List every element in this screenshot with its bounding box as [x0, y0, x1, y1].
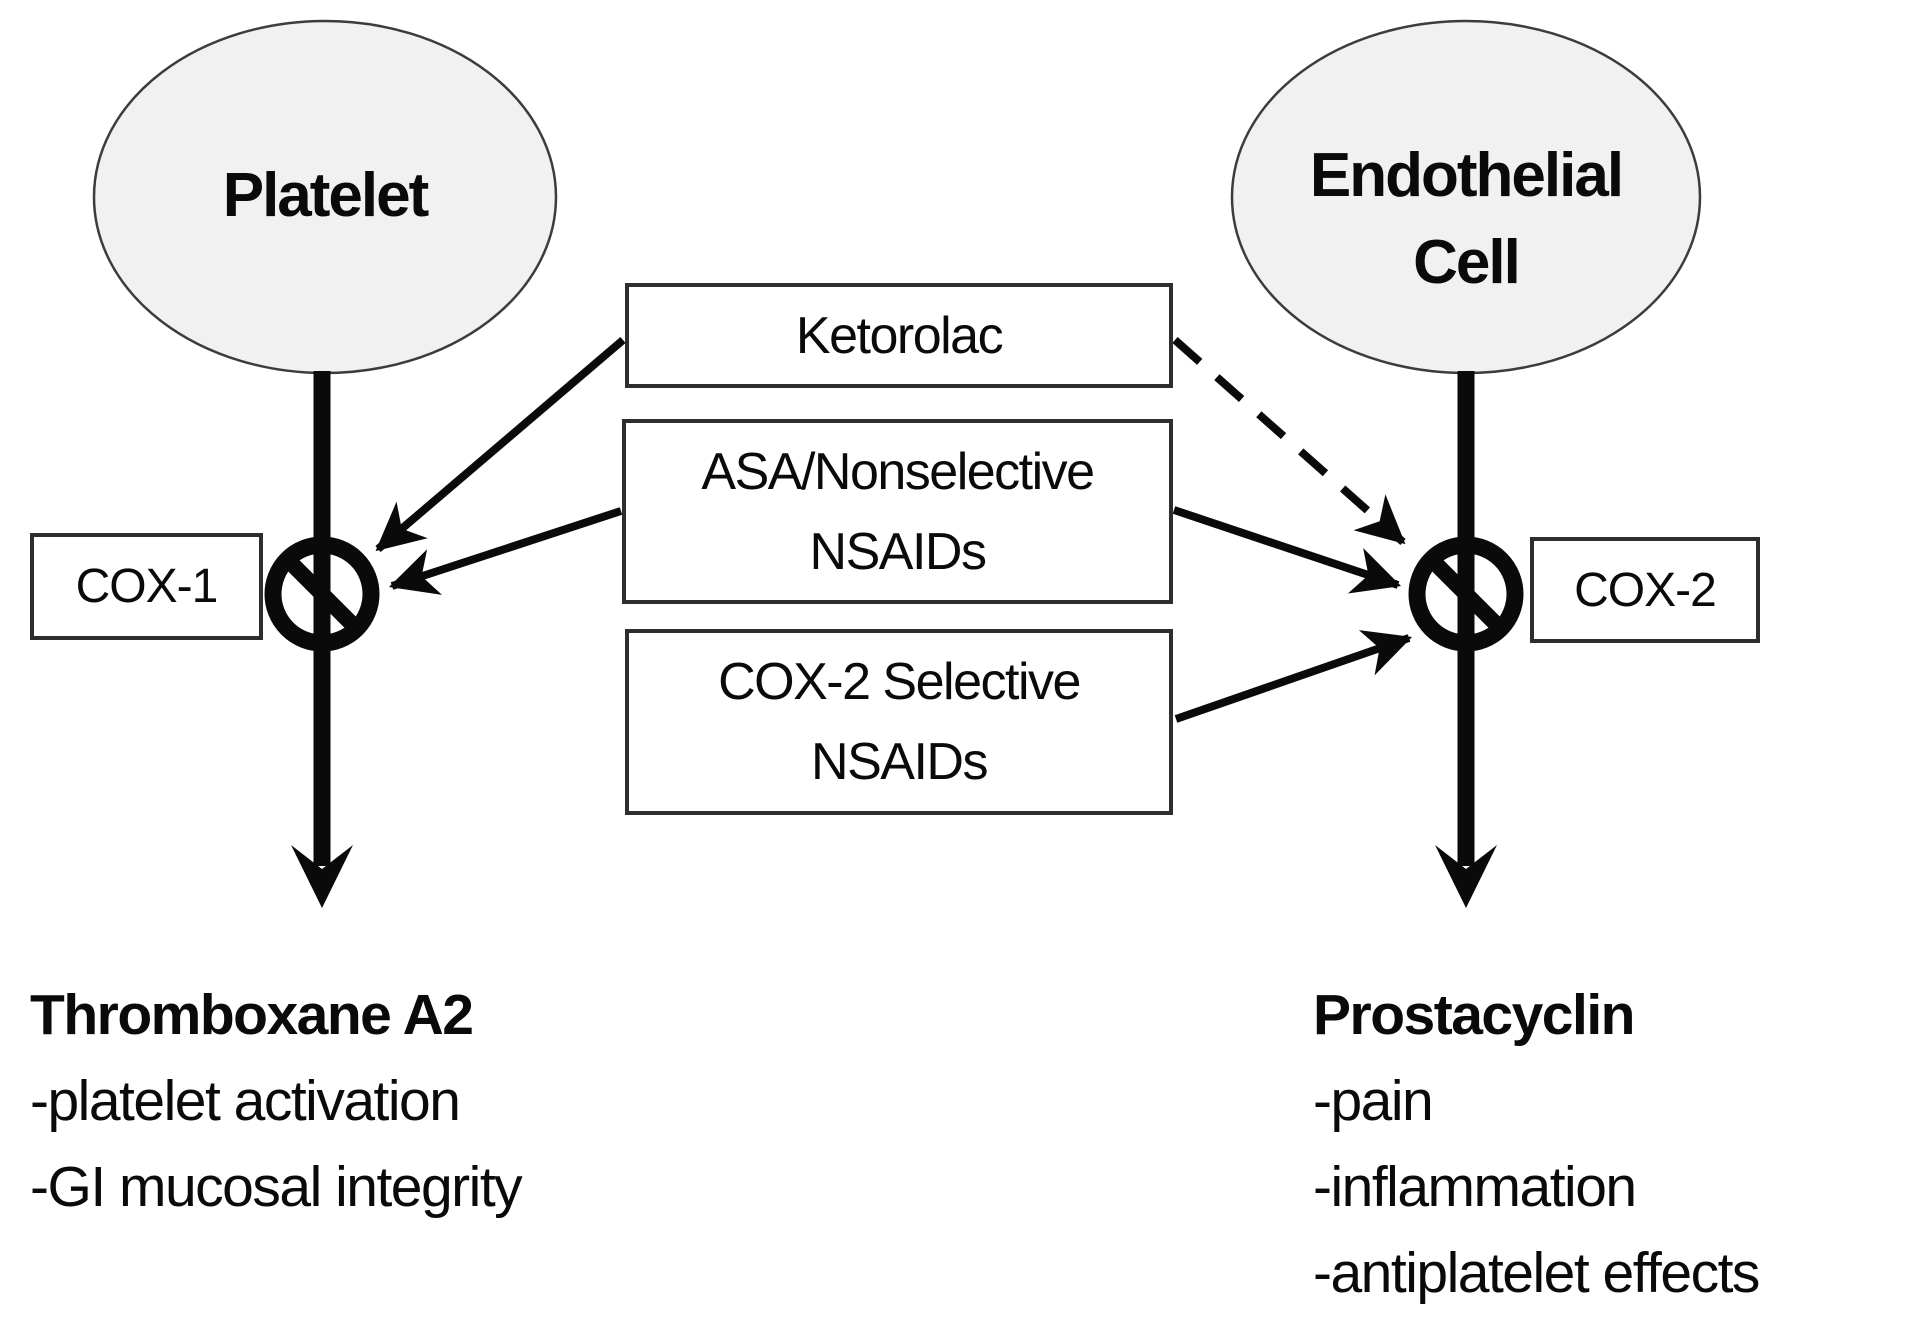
asa-label-line1: ASA/Nonselective	[701, 442, 1095, 501]
prostacyclin-item: -antiplatelet effects	[1313, 1241, 1760, 1305]
platelet-cox1-product-arrow	[291, 371, 353, 908]
asa-nonselective-nsaids-box: ASA/Nonselective NSAIDs	[622, 419, 1173, 604]
asa-label-line2: NSAIDs	[809, 522, 987, 581]
endothelial-cox2-product-arrow	[1435, 371, 1497, 908]
arrow-asa-to-cox1	[388, 507, 623, 595]
endothelial-cell-label: Endothelial Cell	[1232, 132, 1700, 306]
platelet-cell-label: Platelet	[222, 161, 430, 230]
thromboxane-title: Thromboxane A2	[30, 983, 474, 1047]
cox2-selective-label-line1: COX-2 Selective	[718, 653, 1081, 711]
arrow-ketorolac-to-cox1	[375, 336, 626, 553]
arrow-down-icon	[291, 845, 353, 908]
arrow-cox2selective-to-cox2	[1174, 630, 1413, 723]
cox2-enzyme-box: COX-2	[1530, 537, 1760, 643]
prostacyclin-item: -inflammation	[1313, 1155, 1637, 1219]
cox1-label: COX-1	[75, 560, 219, 613]
thromboxane-item: -platelet activation	[30, 1069, 461, 1133]
thromboxane-item: -GI mucosal integrity	[30, 1155, 523, 1219]
cox2-selective-nsaids-box: COX-2 Selective NSAIDs	[625, 629, 1173, 815]
thromboxane-outcome-block: Thromboxane A2 -platelet activation -GI …	[30, 972, 523, 1230]
cox2-label: COX-2	[1574, 563, 1717, 617]
ketorolac-label: Ketorolac	[795, 306, 1004, 365]
no-entry-icon-cox2	[1408, 536, 1524, 652]
endothelial-cell-label-line2: Cell	[1413, 228, 1521, 297]
no-entry-icon-cox1	[264, 536, 380, 652]
endothelial-cell-label-line1: Endothelial	[1309, 141, 1624, 210]
cox1-enzyme-box: COX-1	[30, 533, 263, 640]
arrow-ketorolac-to-cox2-dashed	[1172, 337, 1406, 545]
prostacyclin-item: -pain	[1313, 1069, 1434, 1133]
prostacyclin-outcome-block: Prostacyclin -pain -inflammation -antipl…	[1313, 972, 1760, 1316]
prostacyclin-title: Prostacyclin	[1313, 983, 1635, 1047]
arrow-asa-to-cox2	[1172, 506, 1402, 594]
cox2-selective-label-line2: NSAIDs	[811, 733, 988, 791]
ketorolac-box: Ketorolac	[625, 283, 1173, 388]
arrow-down-icon	[1435, 845, 1497, 908]
